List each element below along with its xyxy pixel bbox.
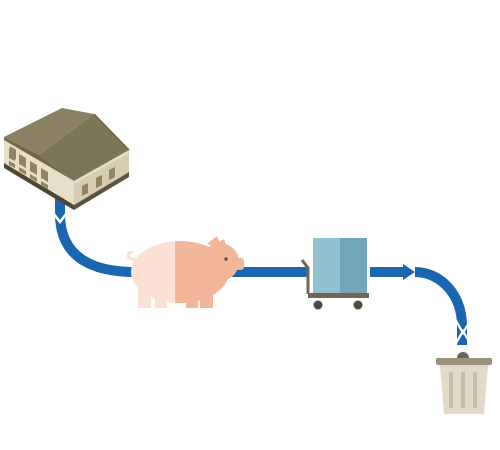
flow-line-arrow-to-trash (414, 267, 467, 345)
flow-line-barn-to-pig (55, 196, 136, 277)
flow-path (50, 196, 472, 346)
barn-icon (4, 108, 130, 210)
pig-icon (126, 236, 244, 308)
cart-icon (300, 238, 369, 310)
box-icon (313, 238, 367, 293)
flow-arrowhead-right-icon (403, 264, 415, 280)
flow-arrow-down-icon-2 (454, 318, 472, 346)
flow-arrow-down-icon (50, 209, 70, 225)
trash-can-icon (436, 352, 492, 414)
